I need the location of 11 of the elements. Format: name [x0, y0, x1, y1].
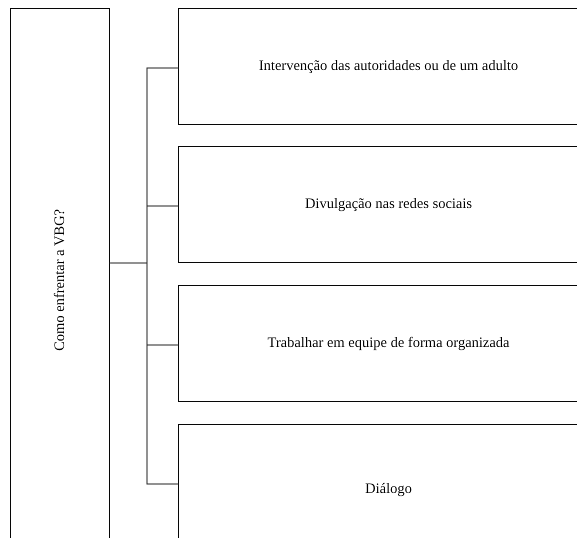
answer-box [178, 285, 577, 402]
connector-line [110, 262, 178, 484]
answer-box [178, 146, 577, 263]
answer-box [178, 8, 577, 125]
answer-box [178, 424, 577, 538]
topic-box [10, 8, 110, 538]
topic-text: Como enfrentar a VBG? [52, 209, 68, 351]
answer-text: Divulgação nas redes sociais [304, 196, 472, 213]
answer-text: Diálogo [365, 481, 412, 498]
answer-text: Trabalhar em equipe de forma organizada [268, 335, 510, 352]
answer-text: Intervenção das autoridades ou de um adulto [258, 58, 518, 75]
